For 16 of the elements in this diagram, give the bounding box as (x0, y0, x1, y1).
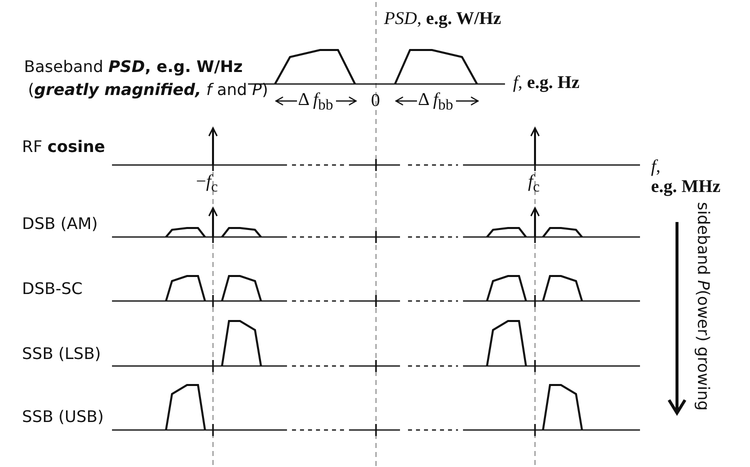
tick-label: f$_{c}$ (528, 172, 540, 196)
row-label: DSB-SC (22, 280, 83, 298)
axis-label: PSD, e.g. W/Hz (384, 9, 502, 29)
axis-label: f, e.g. Hz (513, 73, 580, 93)
dimension-label: Δ f$_{bb}$ (298, 90, 334, 114)
axis-label: f, (651, 157, 661, 177)
axis-label: Baseband PSD, e.g. W/Hz (24, 58, 243, 76)
tick-label: −f$_{c}$ (196, 172, 218, 196)
row-label: SSB (LSB) (22, 345, 101, 363)
row-label: DSB (AM) (22, 215, 98, 233)
row-label: SSB (USB) (22, 408, 104, 426)
axis-label: e.g. MHz (651, 177, 720, 197)
tick-label: 0 (371, 91, 380, 111)
dimension-label: Δ f$_{bb}$ (418, 90, 454, 114)
row-label: RF cosine (22, 138, 106, 156)
rotated-label: sideband P(ower) growing (694, 202, 712, 411)
